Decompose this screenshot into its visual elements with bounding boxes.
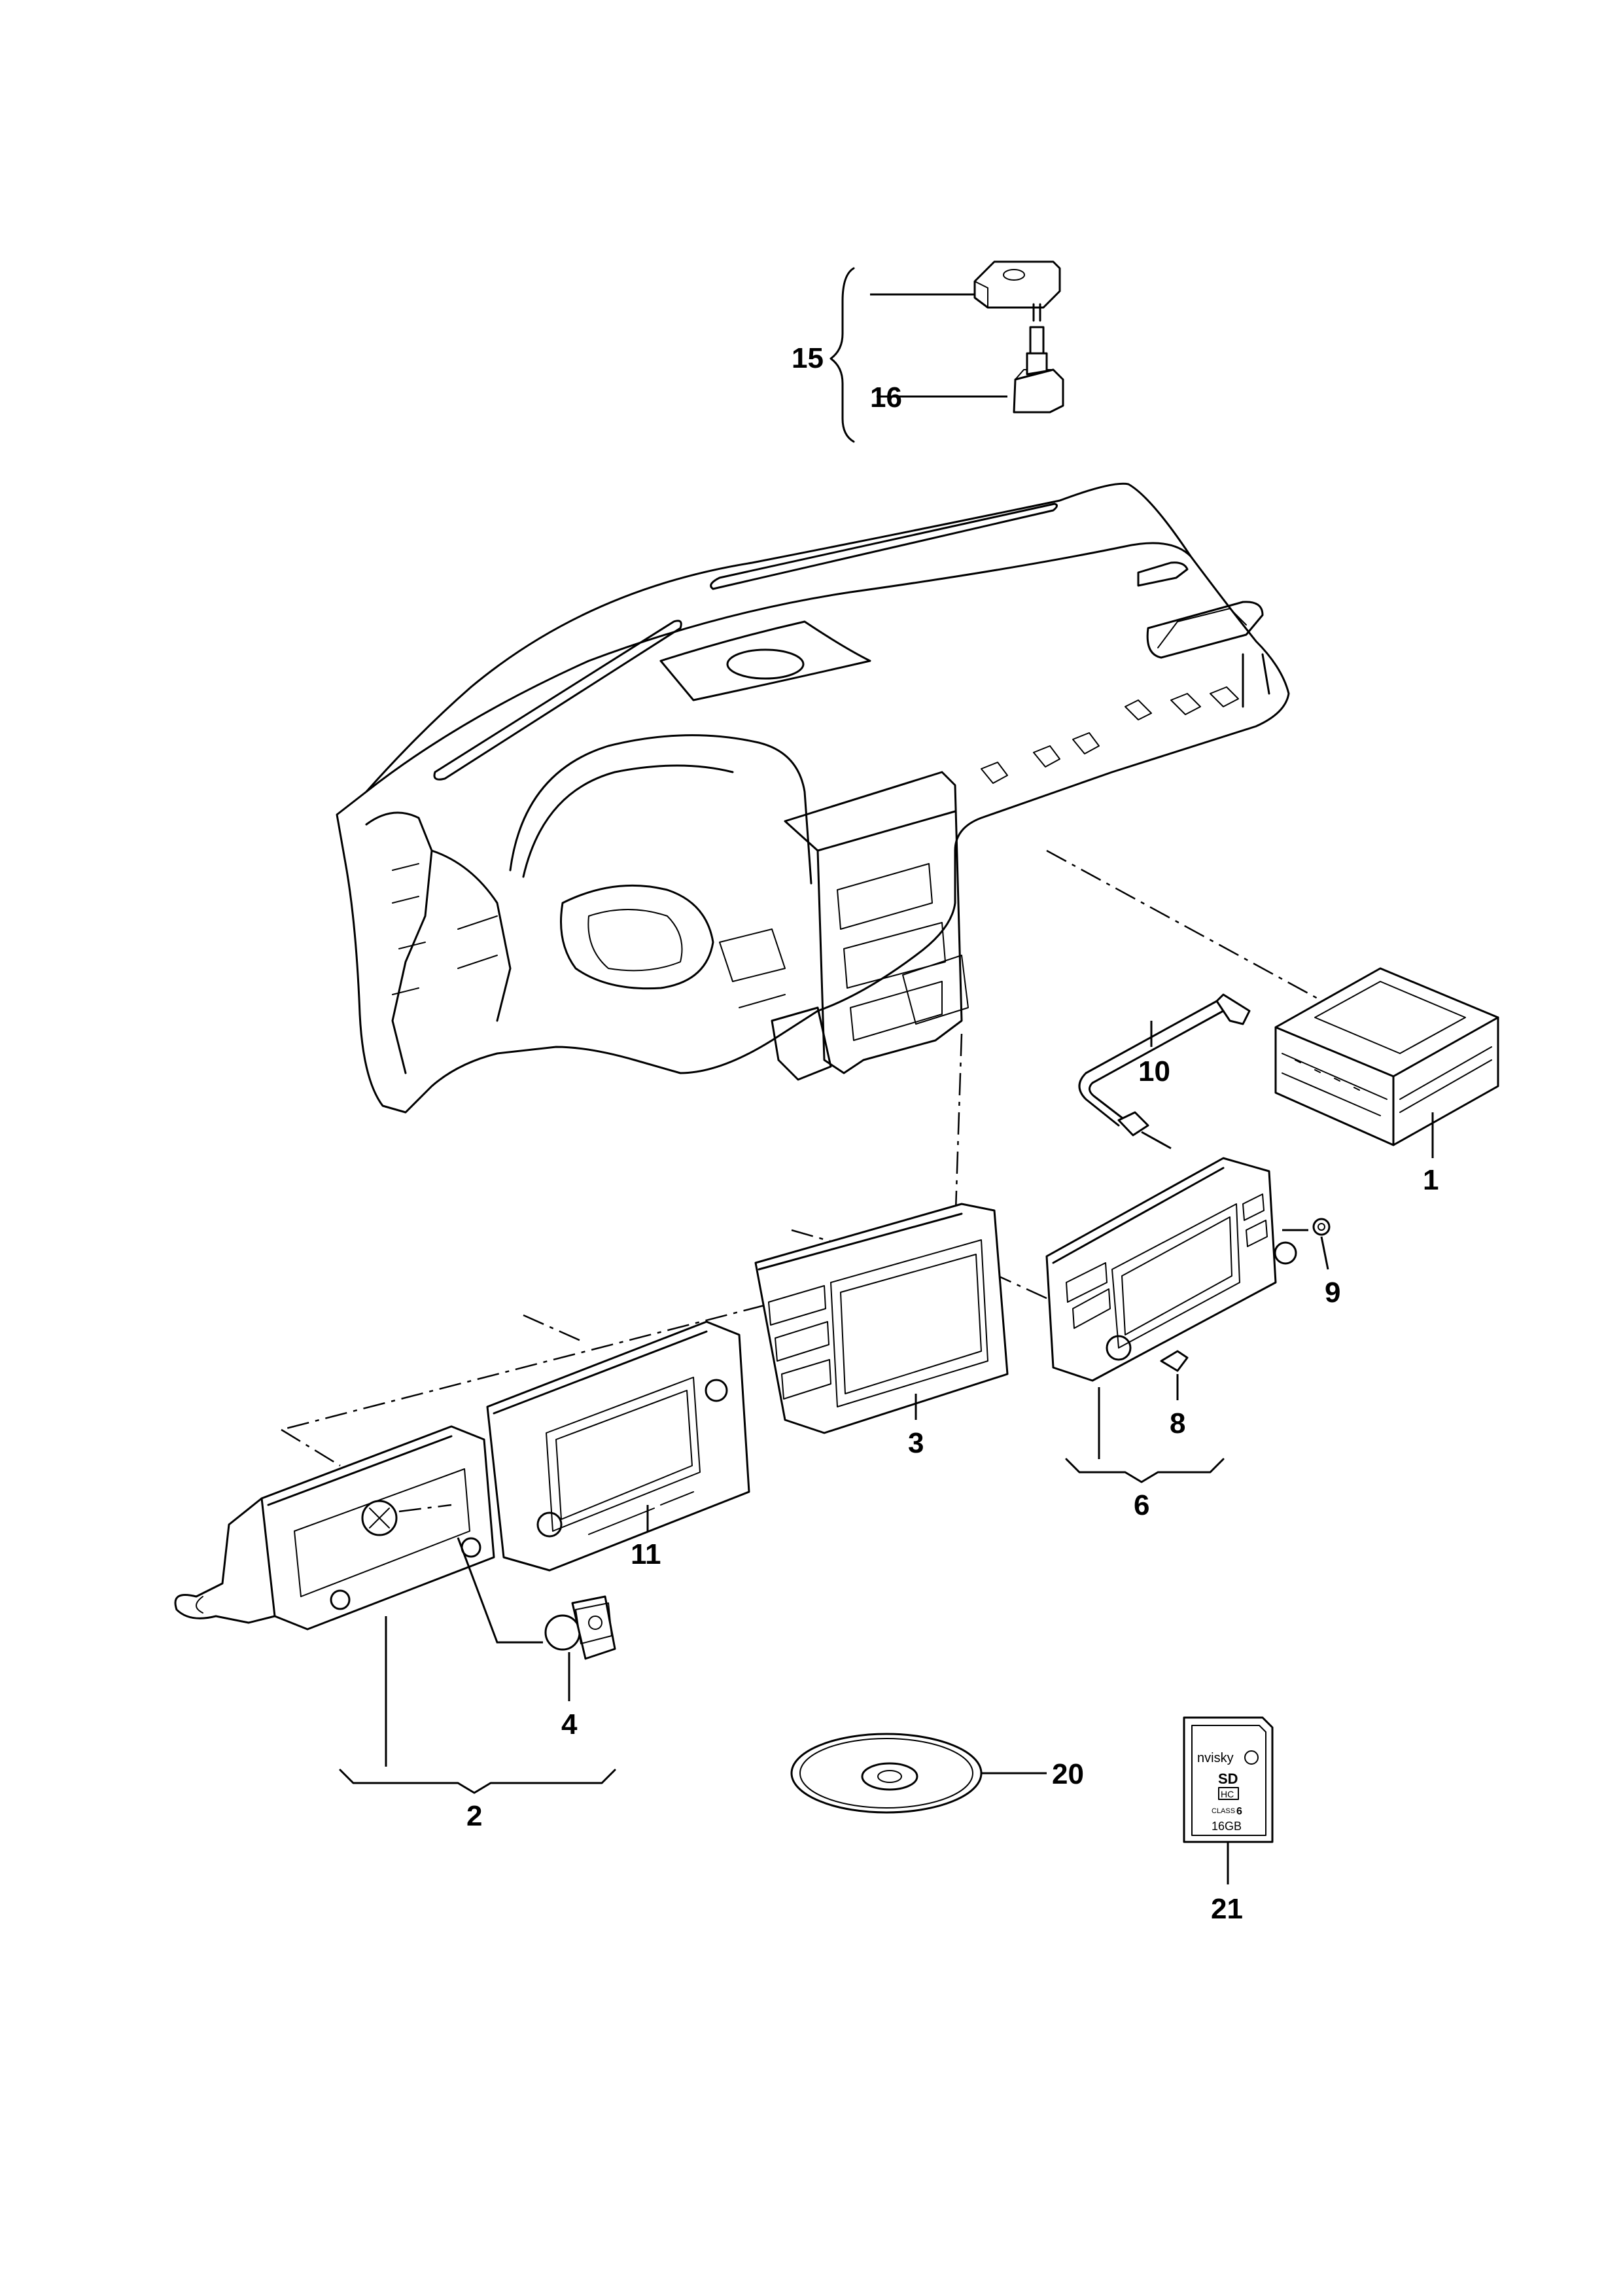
callout-20: 20 — [1052, 1758, 1084, 1790]
callout-15: 15 — [792, 342, 824, 374]
callout-16: 16 — [870, 381, 902, 414]
callout-3: 3 — [908, 1427, 924, 1459]
part-4-phone-holder — [398, 1504, 616, 1701]
callout-11: 11 — [631, 1538, 661, 1570]
part-21-sd-card: nvisky SD HC CLASS 6 16GB — [1183, 1716, 1274, 1884]
part-2-bracket — [339, 1769, 616, 1794]
callout-21: 21 — [1211, 1893, 1243, 1925]
sd-class-number: 6 — [1236, 1806, 1242, 1817]
sd-capacity: 16GB — [1212, 1820, 1242, 1833]
callout-2: 2 — [466, 1800, 482, 1832]
callout-9: 9 — [1325, 1277, 1340, 1309]
part-15-adapter — [973, 260, 1061, 355]
part-8-clip — [1160, 1350, 1189, 1400]
sd-standard: HC — [1221, 1789, 1234, 1799]
callout-6: 6 — [1134, 1489, 1149, 1521]
dashboard — [336, 482, 1290, 1114]
part-16-connector — [877, 352, 1064, 414]
sd-class: CLASS — [1212, 1807, 1235, 1815]
part-11-head-unit — [486, 1320, 750, 1572]
part-15-bracket — [829, 267, 975, 443]
callout-8: 8 — [1170, 1407, 1185, 1439]
part-1-media-unit — [1274, 967, 1499, 1158]
callout-1: 1 — [1423, 1164, 1439, 1196]
sd-brand: nvisky — [1197, 1751, 1234, 1765]
part-10-cable — [1078, 993, 1251, 1150]
sd-logo: SD — [1218, 1771, 1238, 1787]
part-3-head-unit — [754, 1203, 1009, 1434]
part-20-disc — [790, 1733, 1047, 1814]
callout-10: 10 — [1138, 1055, 1170, 1087]
part-9-screw — [1282, 1218, 1331, 1270]
part-6-head-unit — [1045, 1157, 1297, 1459]
part-2-radio-unit — [174, 1425, 495, 1767]
callout-4: 4 — [561, 1708, 578, 1740]
part-6-bracket — [1065, 1458, 1225, 1483]
